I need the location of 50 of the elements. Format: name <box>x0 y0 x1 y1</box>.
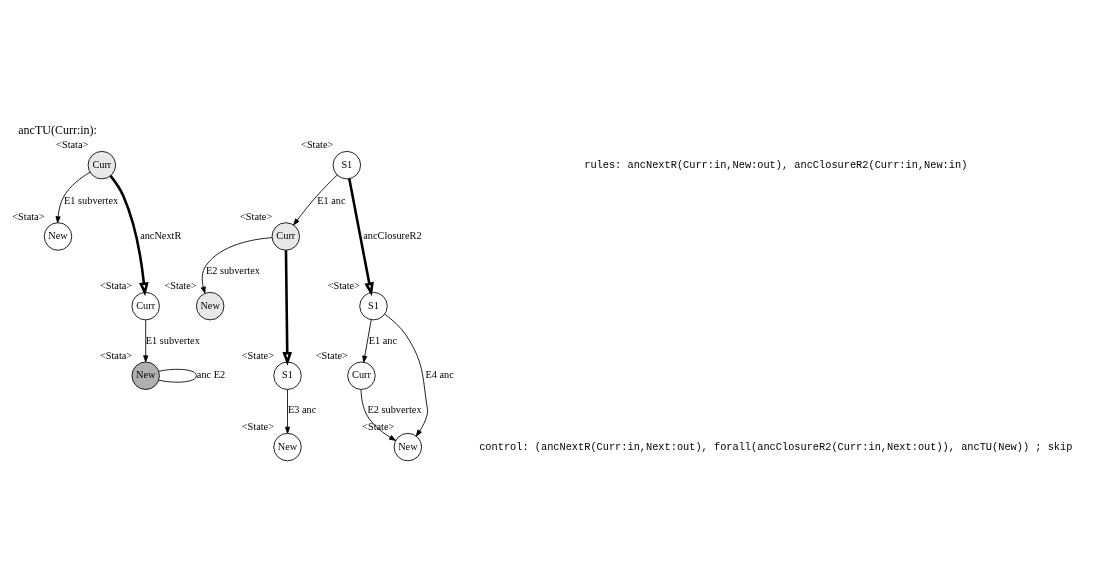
arrow <box>109 174 149 296</box>
arrow <box>362 318 372 363</box>
node-label: <Stata> <box>12 210 45 222</box>
node-circle: S1 <box>359 291 388 320</box>
edge-label: E1 anc <box>317 194 346 206</box>
node-circle: New <box>196 291 225 320</box>
edge-label: E1 subvertex <box>64 194 119 206</box>
label: rules: ancNextR(Curr:in,New:out), ancClosureR2(Curr:in,New:in) <box>584 158 968 171</box>
node-circle: New <box>393 432 423 461</box>
edge-label: ancClosureR2 <box>363 229 422 241</box>
label: control: (ancNextR(Curr:in,Next:out), forall(ancClosureR2(Curr:in,Next:out)), ancTU(New)) ; skip <box>479 440 1073 453</box>
node-circle: Curr <box>347 361 376 390</box>
node-label: <State> <box>362 420 395 432</box>
node-label: <Stata> <box>99 279 133 291</box>
node-circle: Curr <box>131 291 160 320</box>
node-label: <State> <box>327 279 360 291</box>
node-label: <State> <box>241 349 274 361</box>
arrow <box>282 249 293 366</box>
arrow <box>55 171 91 223</box>
edge-label: E1 subvertex <box>145 334 200 346</box>
arrow <box>200 236 273 294</box>
edge-label: E2 subvertex <box>205 264 260 276</box>
node-label: <State> <box>241 420 274 432</box>
arrow <box>348 178 374 296</box>
node-label: <State> <box>315 349 348 361</box>
node-label: <Stata> <box>56 138 89 150</box>
node-circle: New <box>131 361 160 390</box>
node-circle: S1 <box>273 361 302 390</box>
node-label: <State> <box>301 138 334 150</box>
node-circle: Curr <box>87 150 117 179</box>
diagram-title: ancTU(Curr:in): <box>18 122 97 136</box>
node-circle: S1 <box>332 150 361 179</box>
edge-label: E1 anc <box>368 334 398 346</box>
node-circle: Curr <box>271 221 300 251</box>
arrow <box>293 174 338 225</box>
connector <box>158 368 197 383</box>
arrow <box>360 388 396 441</box>
node-circle: New <box>273 432 302 461</box>
edge-label: anc E2 <box>196 368 226 380</box>
node-label: <Stata> <box>99 349 133 361</box>
node-label: <State> <box>240 210 273 222</box>
edge-label: E4 anc <box>425 368 454 380</box>
edge-label: ancNextR <box>140 229 182 241</box>
edge-label: E2 subvertex <box>367 403 422 415</box>
edge-label: E3 anc <box>287 403 317 415</box>
arrow <box>285 388 291 434</box>
node-label: <State> <box>164 279 197 291</box>
arrow <box>143 319 149 362</box>
node-circle: New <box>43 221 73 251</box>
arrow <box>384 313 428 436</box>
